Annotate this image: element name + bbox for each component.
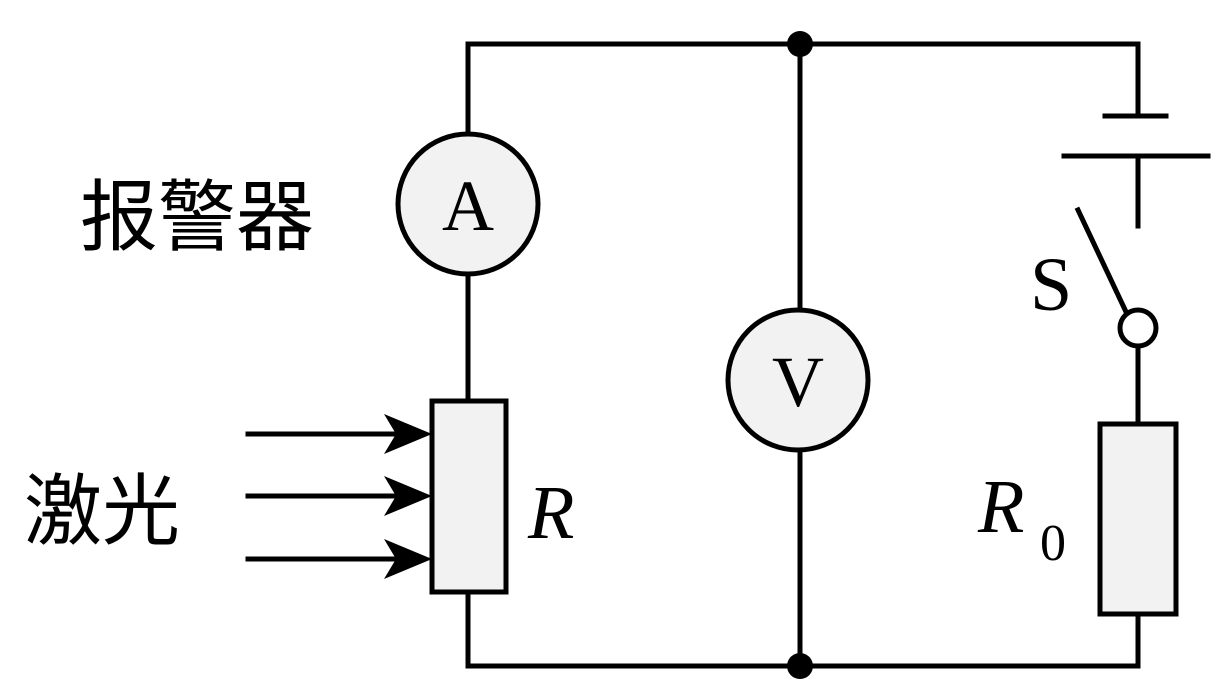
voltmeter-symbol: V [772,342,824,422]
fixed-resistor-label: R [977,465,1024,549]
switch-contact [1117,307,1159,349]
fixed-resistor-subscript: 0 [1040,515,1066,572]
bottom-junction-dot [787,653,813,679]
arrow-head-icon [384,414,432,454]
laser-label: 激光 [24,467,180,557]
switch-label: S [1030,243,1072,327]
battery [1061,113,1211,159]
laser-arrow [245,476,432,516]
ammeter-circle [395,131,541,277]
photoresistor-label: R [527,471,574,555]
photoresistor-body [429,398,509,595]
ammeter-symbol: A [442,166,494,246]
fixed-resistor-body [1097,421,1179,617]
top-junction-dot [787,31,813,57]
ammeter: A [395,131,541,277]
photoresistor: R [429,398,574,595]
alarm-label: 报警器 [80,173,314,263]
arrow-head-icon [384,476,432,516]
switch-blade [1074,206,1132,320]
fixed-resistor: R 0 [977,421,1179,617]
voltmeter: V [725,307,871,453]
laser-arrow [245,539,432,579]
switch: S [1030,206,1159,349]
voltmeter-circle [725,307,871,453]
arrow-head-icon [384,539,432,579]
laser-beams [245,414,432,579]
laser-arrow [245,414,432,454]
